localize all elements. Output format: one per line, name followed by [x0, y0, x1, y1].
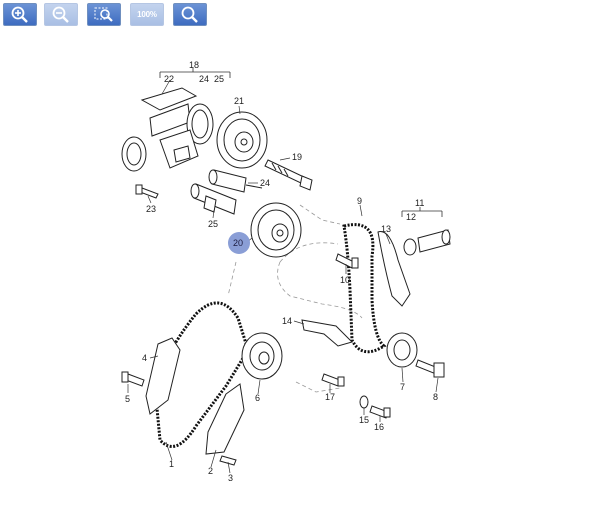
part-label-13[interactable]: 13 — [381, 224, 391, 234]
bolt-8 — [415, 359, 445, 378]
camshaft-bridge — [121, 87, 214, 172]
part-label-21[interactable]: 21 — [234, 96, 244, 106]
zoom-out-icon — [52, 6, 69, 23]
bolt-5 — [121, 371, 145, 387]
guide-rail-2 — [205, 383, 245, 455]
zoom-in-button[interactable] — [3, 3, 37, 26]
zoom-out-button[interactable] — [44, 3, 78, 26]
part-label-9[interactable]: 9 — [357, 196, 362, 206]
timing-chain-1 — [154, 301, 250, 448]
part-label-2[interactable]: 2 — [208, 466, 213, 476]
group-bracket-18 — [159, 68, 231, 78]
part-label-14[interactable]: 14 — [282, 316, 292, 326]
solenoid-valve-24 — [208, 169, 263, 193]
bolt-3 — [219, 455, 237, 466]
washer-15 — [359, 395, 369, 409]
leader-lines — [127, 79, 439, 474]
tensioner-rail-13 — [377, 231, 411, 307]
zoom-in-icon — [11, 6, 28, 23]
part-label-23[interactable]: 23 — [146, 204, 156, 214]
chain-tensioner-11 — [403, 229, 451, 256]
marker-circle — [228, 232, 250, 254]
bolt-10 — [335, 253, 359, 269]
solenoid-valve-25 — [190, 183, 237, 215]
part-label-12[interactable]: 12 — [406, 212, 416, 222]
part-label-6[interactable]: 6 — [255, 393, 260, 403]
sprocket-6 — [241, 332, 283, 380]
bolt-23 — [135, 184, 159, 199]
timing-chain-9 — [342, 223, 387, 354]
part-label-15[interactable]: 15 — [359, 415, 369, 425]
part-label-24[interactable]: 24 — [199, 74, 209, 84]
part-label-4[interactable]: 4 — [142, 353, 147, 363]
sprocket-7 — [386, 332, 418, 368]
part-label-22[interactable]: 22 — [164, 74, 174, 84]
part-label-20: 20 — [233, 238, 243, 248]
camshaft-adjuster-upper — [216, 111, 268, 169]
zoom-area-icon — [94, 7, 113, 22]
guide-rail-14 — [301, 319, 353, 347]
bolt-19 — [264, 159, 313, 191]
part-label-25[interactable]: 25 — [214, 74, 224, 84]
timing-cover-outline — [227, 204, 363, 393]
part-label-10[interactable]: 10 — [340, 275, 350, 285]
part-label-3[interactable]: 3 — [228, 473, 233, 483]
part-label-18[interactable]: 18 — [189, 60, 199, 70]
part-label-1[interactable]: 1 — [169, 459, 174, 469]
group-bracket-11 — [401, 207, 443, 217]
camshaft-adjuster-lower — [250, 202, 302, 258]
zoom-100-icon: 100% — [137, 10, 157, 19]
part-label-7[interactable]: 7 — [400, 382, 405, 392]
tensioner-rail-4 — [145, 337, 181, 415]
part-label-16[interactable]: 16 — [374, 422, 384, 432]
part-label-8[interactable]: 8 — [433, 392, 438, 402]
search-button[interactable] — [173, 3, 207, 26]
zoom-100-button[interactable]: 100% — [130, 3, 164, 26]
part-label-11[interactable]: 11 — [415, 198, 424, 208]
part-label-25b[interactable]: 25 — [208, 219, 218, 229]
part-label-24b[interactable]: 24 — [260, 178, 270, 188]
bolt-16 — [369, 405, 391, 419]
zoom-to-area-button[interactable] — [87, 3, 121, 26]
selected-part-marker-20[interactable]: 20 — [228, 232, 250, 254]
part-label-5[interactable]: 5 — [125, 394, 130, 404]
part-label-19[interactable]: 19 — [292, 152, 302, 162]
search-icon — [181, 6, 198, 23]
part-label-17[interactable]: 17 — [325, 392, 335, 402]
bolt-17 — [321, 373, 345, 387]
